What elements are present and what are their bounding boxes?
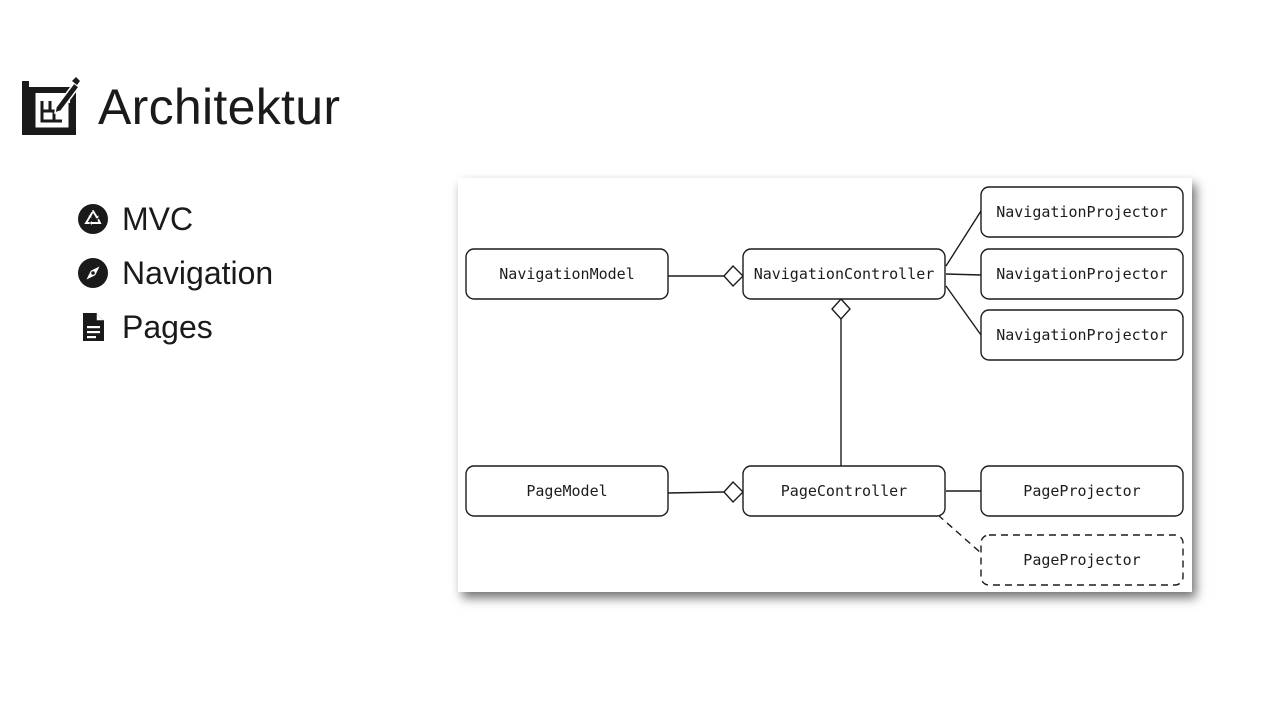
diagram-canvas: NavigationModel NavigationController Nav… — [465, 186, 1184, 586]
bullet-item-navigation: Navigation — [78, 246, 273, 300]
node-label-page-projector-optional: PageProjector — [1023, 551, 1140, 569]
document-icon — [83, 313, 104, 341]
edge-pagemodel-pagecontroller — [667, 491, 725, 494]
compass-icon — [78, 258, 108, 288]
bullet-list: MVC Navigation Pages — [78, 192, 273, 354]
bullet-item-mvc: MVC — [78, 192, 273, 246]
node-label-navigation-model: NavigationModel — [499, 265, 634, 283]
node-label-navigation-projector-2: NavigationProjector — [996, 265, 1168, 283]
title-row: Architektur — [20, 76, 340, 138]
node-navigation-projector-1: NavigationProjector — [980, 186, 1184, 238]
node-label-navigation-controller: NavigationController — [754, 265, 935, 283]
node-label-page-projector: PageProjector — [1023, 482, 1140, 500]
node-navigation-model: NavigationModel — [465, 248, 669, 300]
page-title: Architektur — [98, 79, 341, 135]
node-page-projector: PageProjector — [980, 465, 1184, 517]
blueprint-pencil-icon — [22, 77, 80, 135]
node-page-controller: PageController — [742, 465, 946, 517]
bullet-label-navigation: Navigation — [122, 255, 274, 291]
bullet-label-pages: Pages — [122, 309, 213, 345]
architecture-diagram: NavigationModel NavigationController Nav… — [458, 178, 1192, 592]
bullet-label-mvc: MVC — [122, 201, 194, 237]
aggregation-diamond-pagecontroller-left — [723, 480, 744, 504]
aggregation-diamond-navcontroller-left — [723, 264, 744, 288]
node-page-projector-optional: PageProjector — [980, 534, 1184, 586]
node-navigation-projector-3: NavigationProjector — [980, 309, 1184, 361]
node-label-page-model: PageModel — [526, 482, 607, 500]
node-label-navigation-projector-3: NavigationProjector — [996, 326, 1168, 344]
edge-pagecontroller-projector-optional — [937, 514, 982, 554]
node-navigation-controller: NavigationController — [742, 248, 946, 300]
edge-navcontroller-projector-1 — [945, 210, 982, 267]
recycle-icon — [78, 204, 108, 234]
node-label-navigation-projector-1: NavigationProjector — [996, 203, 1168, 221]
edge-navcontroller-projector-2 — [945, 273, 982, 276]
node-navigation-projector-2: NavigationProjector — [980, 248, 1184, 300]
edge-navcontroller-projector-3 — [945, 285, 982, 336]
bullet-item-pages: Pages — [78, 300, 273, 354]
node-label-page-controller: PageController — [781, 482, 907, 500]
node-page-model: PageModel — [465, 465, 669, 517]
aggregation-diamond-navcontroller-bottom — [831, 297, 851, 321]
